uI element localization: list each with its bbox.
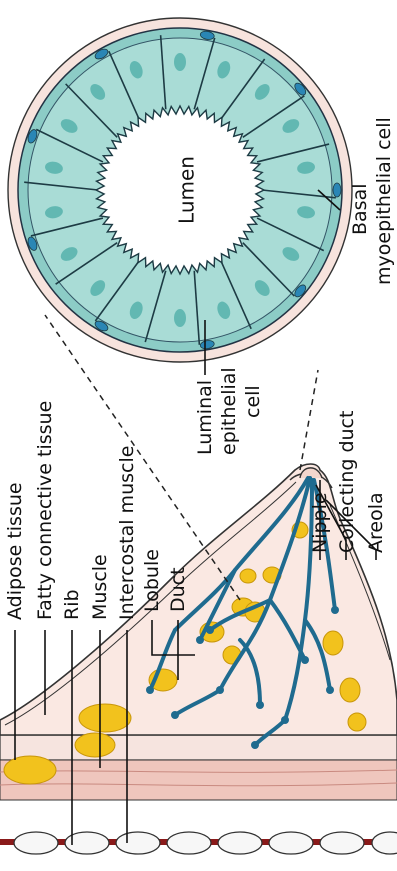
label-luminal-epithelial-cell-3: cell — [242, 385, 264, 418]
lobule-bud — [251, 741, 259, 749]
rib — [372, 832, 397, 854]
label-intercostal-muscle: Intercostal muscle — [116, 446, 138, 620]
lumen-label: Lumen — [175, 156, 199, 224]
label-lobule: Lobule — [141, 549, 163, 612]
rib — [14, 832, 58, 854]
label-muscle: Muscle — [89, 554, 111, 620]
lobule-bud — [331, 606, 339, 614]
rib — [320, 832, 364, 854]
rib — [167, 832, 211, 854]
label-fatty-connective-tissue: Fatty connective tissue — [34, 401, 56, 620]
label-areola: Areola — [365, 492, 387, 553]
lobule-bud — [196, 636, 204, 644]
skin-band — [0, 735, 397, 760]
label-adipose-tissue: Adipose tissue — [4, 482, 26, 620]
lobule-bud — [281, 716, 289, 724]
lobule-bud — [171, 711, 179, 719]
fat-lobe — [340, 678, 360, 702]
label-collecting-duct: Collecting duct — [336, 411, 358, 553]
fat-lobe — [4, 756, 56, 784]
lobule-bud — [216, 686, 224, 694]
chest-wall — [0, 735, 397, 854]
fat-lobe — [75, 733, 115, 757]
label-duct: Duct — [167, 567, 189, 612]
fat-lobe — [323, 631, 343, 655]
rib — [269, 832, 313, 854]
luminal-nucleus — [174, 309, 186, 327]
label-basal-myoepithelial-cell-2: myoepithelial cell — [373, 117, 395, 285]
muscle-band — [0, 760, 397, 800]
label-luminal-epithelial-cell-1: Luminal — [194, 380, 216, 455]
rib — [116, 832, 160, 854]
duct-cross-section: Lumen — [8, 18, 352, 362]
lobule-bud — [301, 656, 309, 664]
label-rib: Rib — [61, 589, 83, 620]
rib — [218, 832, 262, 854]
lobule-bud — [256, 701, 264, 709]
fat-lobe — [79, 704, 131, 732]
fat-lobe — [348, 713, 366, 731]
lobule-bud — [206, 626, 214, 634]
label-nipple: Nipple — [309, 492, 331, 553]
lobule-bud — [146, 686, 154, 694]
luminal-nucleus — [174, 53, 186, 71]
label-luminal-epithelial-cell-2: epithelial — [218, 367, 240, 455]
basal-nucleus — [333, 183, 341, 197]
fat-lobe — [240, 569, 256, 583]
lobule-bud — [326, 686, 334, 694]
label-basal-myoepithelial-cell-1: Basal — [349, 184, 371, 236]
